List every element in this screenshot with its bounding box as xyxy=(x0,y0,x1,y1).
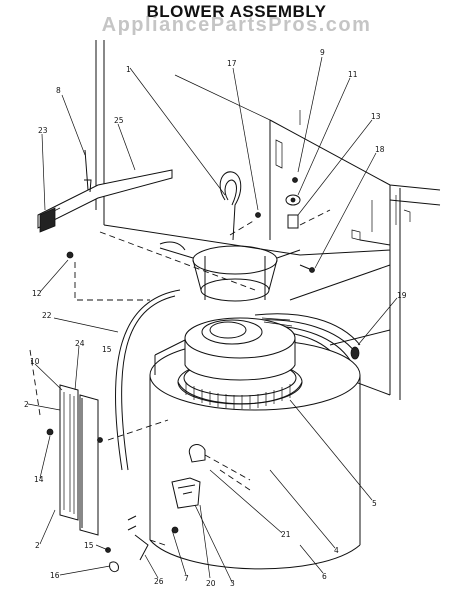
callout-24: 24 xyxy=(75,339,85,348)
fasteners xyxy=(105,177,315,573)
callout-12: 12 xyxy=(32,289,42,298)
callout-7: 7 xyxy=(184,574,189,583)
callout-1: 1 xyxy=(126,65,131,74)
callout-10: 10 xyxy=(30,357,40,366)
callout-2: 2 xyxy=(24,400,29,409)
callout-21: 21 xyxy=(281,530,291,539)
callout-20: 20 xyxy=(206,579,216,588)
callout-22: 22 xyxy=(42,311,52,320)
housing-bracket xyxy=(171,444,206,534)
callout-15: 15 xyxy=(84,541,94,550)
assembly-guide-lines xyxy=(29,209,331,546)
callout-6: 6 xyxy=(322,572,327,581)
callout-2b: 2 xyxy=(35,541,40,550)
callout-23: 23 xyxy=(38,126,48,135)
insulation-strip xyxy=(114,289,181,471)
callout-17: 17 xyxy=(227,59,237,68)
side-rail-assembly xyxy=(46,384,103,536)
callout-5: 5 xyxy=(372,499,377,508)
callout-leader-lines xyxy=(27,56,398,583)
callout-15b: 15 xyxy=(102,345,112,354)
callout-labels: 1 2 2 3 4 5 6 7 8 9 10 11 12 13 14 15 15… xyxy=(24,48,407,588)
watermark: AppliancePartsPros.com xyxy=(101,14,372,36)
callout-19: 19 xyxy=(397,291,407,300)
lifting-hook xyxy=(219,171,242,241)
callout-11: 11 xyxy=(348,70,358,79)
motor-mount-band xyxy=(159,241,301,302)
callout-13: 13 xyxy=(371,112,381,121)
callout-3: 3 xyxy=(230,579,235,588)
callout-9: 9 xyxy=(320,48,325,57)
callout-16: 16 xyxy=(50,571,60,580)
callout-25: 25 xyxy=(114,116,124,125)
callout-26: 26 xyxy=(154,577,164,586)
callout-4: 4 xyxy=(334,546,339,555)
callout-18: 18 xyxy=(375,145,385,154)
page-title: BLOWER ASSEMBLY xyxy=(146,2,327,21)
callout-14: 14 xyxy=(34,475,44,484)
blower-motor xyxy=(184,317,296,381)
mounting-angle xyxy=(37,149,173,259)
callout-8: 8 xyxy=(56,86,61,95)
